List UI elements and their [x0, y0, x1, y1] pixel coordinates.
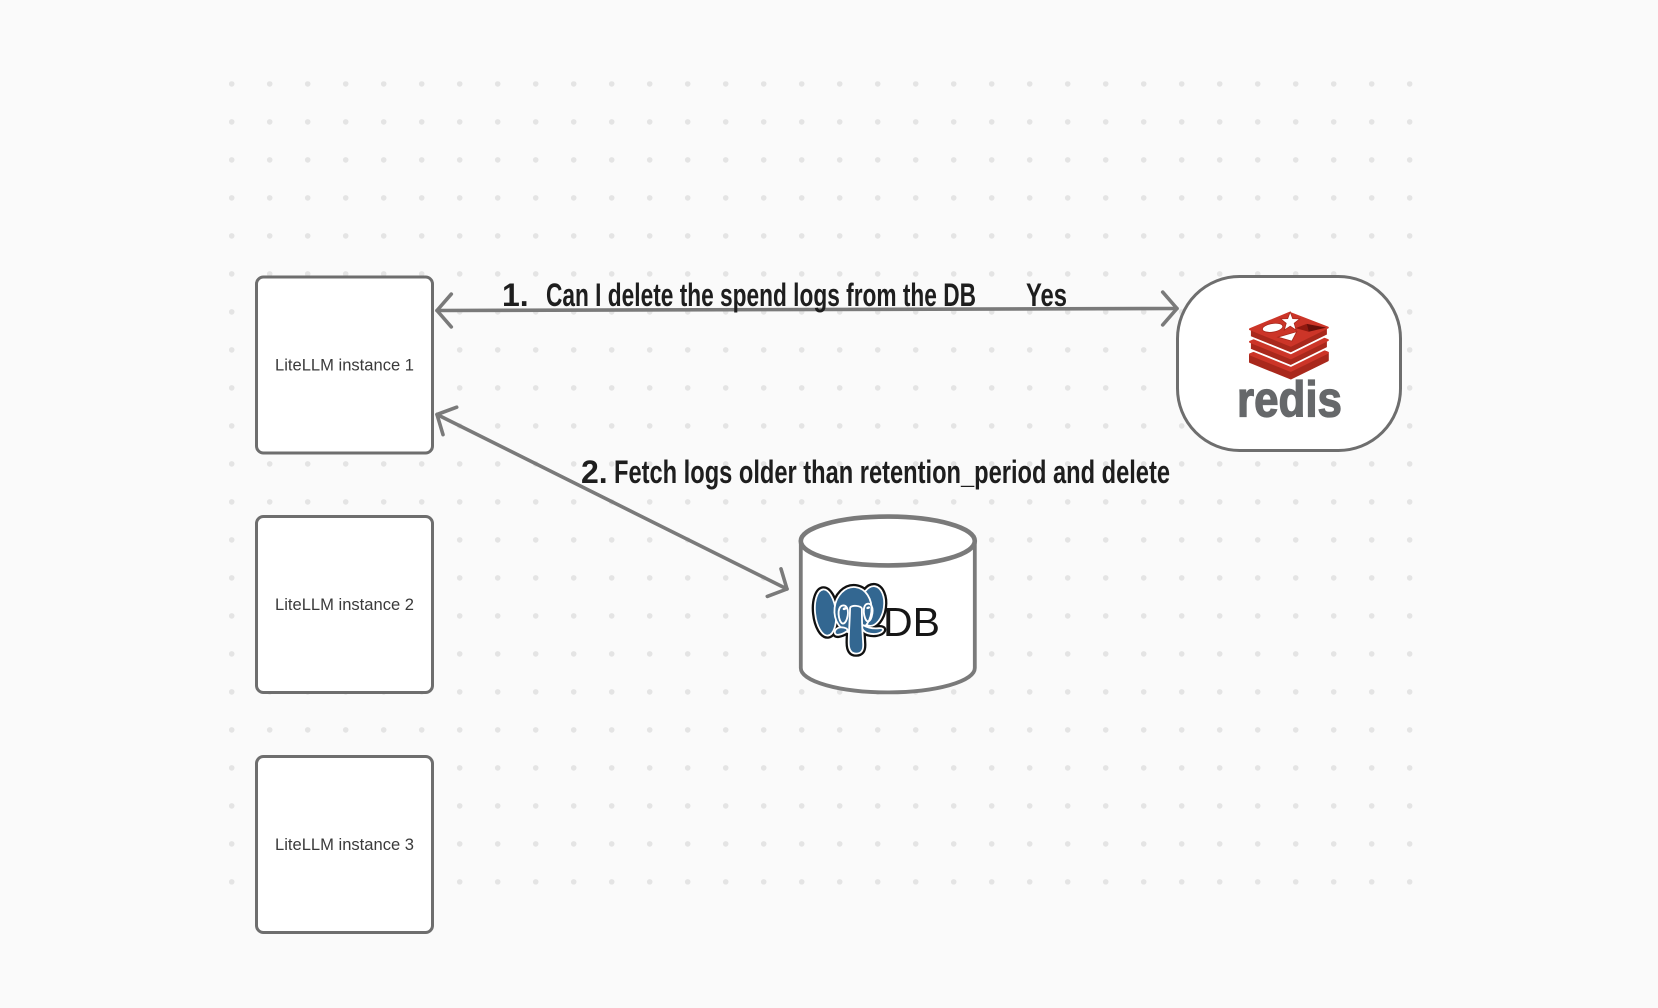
- svg-text:LiteLLM instance 3: LiteLLM instance 3: [275, 835, 414, 854]
- svg-text:LiteLLM instance 2: LiteLLM instance 2: [275, 595, 414, 614]
- svg-text:Fetch logs older than retentio: Fetch logs older than retention_period a…: [614, 454, 1170, 490]
- svg-text:1.: 1.: [502, 277, 529, 313]
- svg-text:Can I delete the spend logs fr: Can I delete the spend logs from the DB: [546, 277, 976, 313]
- svg-text:redis: redis: [1237, 371, 1342, 427]
- svg-text:2.: 2.: [581, 454, 608, 490]
- svg-text:LiteLLM instance 1: LiteLLM instance 1: [275, 355, 414, 374]
- svg-text:DB: DB: [883, 599, 940, 645]
- svg-text:Yes: Yes: [1026, 277, 1067, 313]
